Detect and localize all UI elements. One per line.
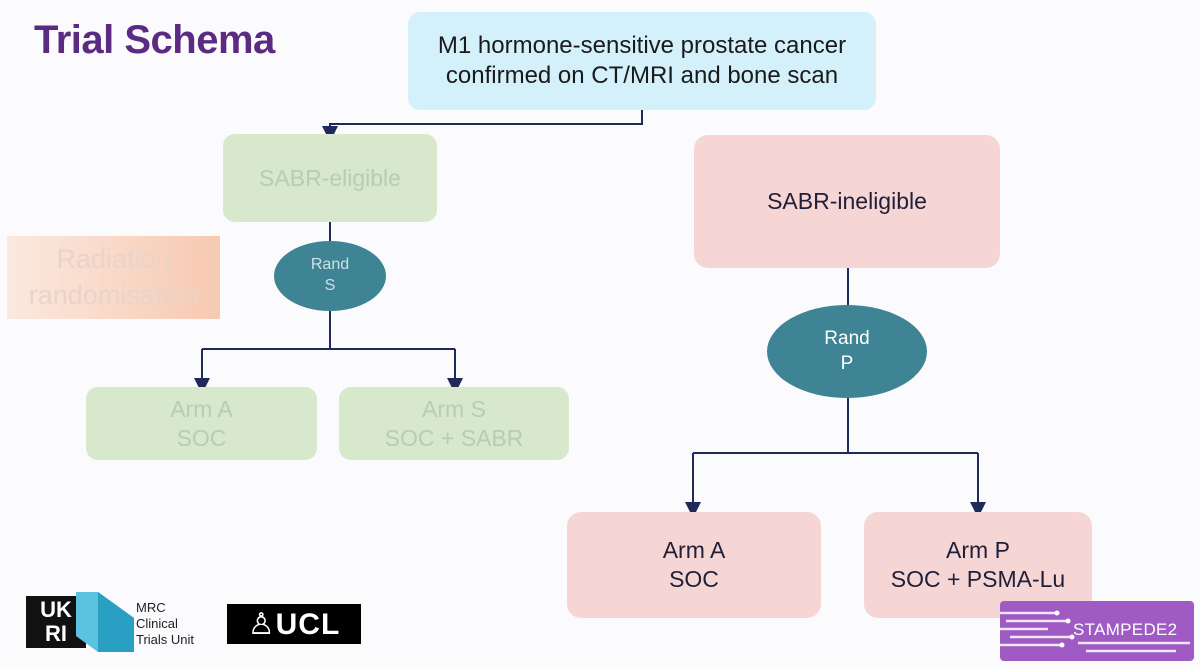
radiation-line1: Radiation [56,244,171,275]
stampede-lines-graphic [1000,610,1190,653]
rand-p-line2: P [840,352,854,374]
arm-p-line1: Arm P [946,537,1010,564]
radiation-line2: randomisation [28,279,199,310]
sabr-ineligible-label: SABR-ineligible [767,188,927,215]
arm-s-line2: SOC + SABR [384,424,524,451]
rand-p-oval: Rand P [767,305,927,398]
rand-s-line2: S [324,277,336,294]
entry-criteria-line2: confirmed on CT/MRI and bone scan [445,62,839,89]
radiation-randomisation-label: Radiation randomisation [7,236,220,319]
mrc-line3: Trials Unit [136,632,195,647]
arm-a-left-line1: Arm A [170,395,233,422]
rand-s-line1: Rand [310,256,350,274]
mrc-logo-shape [76,592,134,652]
rand-p-line1: Rand [824,327,870,349]
entry-criteria-box: M1 hormone-sensitive prostate cancer con… [408,12,876,110]
sabr-ineligible-box: SABR-ineligible [694,135,1000,268]
arm-a-left-line2: SOC [176,424,227,451]
arm-a-right-line2: SOC [669,566,719,592]
arm-a-right-box: Arm A SOC [567,512,821,618]
arm-p-box: Arm P SOC + PSMA-Lu [864,512,1092,618]
slide-title: Trial Schema [34,18,275,62]
arm-a-left-box: Arm A SOC [86,387,317,460]
ucl-logo: ♙UCL [227,604,361,644]
sabr-eligible-label: SABR-eligible [259,164,401,191]
stampede2-logo: STAMPEDE2 [1000,601,1194,661]
sabr-eligible-box: SABR-eligible [223,134,437,222]
arm-p-line2: SOC + PSMA-Lu [890,566,1066,592]
ukri-logo-line1: UK [40,597,72,622]
arm-s-line1: Arm S [422,395,486,422]
entry-criteria-line1: M1 hormone-sensitive prostate cancer [437,32,847,59]
mrc-line1: MRC [136,600,166,615]
ukri-logo-line2: RI [45,621,67,646]
arm-a-right-line1: Arm A [662,537,726,564]
mrc-line2: Clinical [136,616,178,631]
stampede2-text: STAMPEDE2 [1073,620,1178,639]
mrc-logo-text: MRC Clinical Trials Unit [136,600,194,648]
connector-top-to-eligible [322,110,643,142]
arm-s-box: Arm S SOC + SABR [339,387,569,460]
rand-s-oval: Rand S [274,241,386,311]
